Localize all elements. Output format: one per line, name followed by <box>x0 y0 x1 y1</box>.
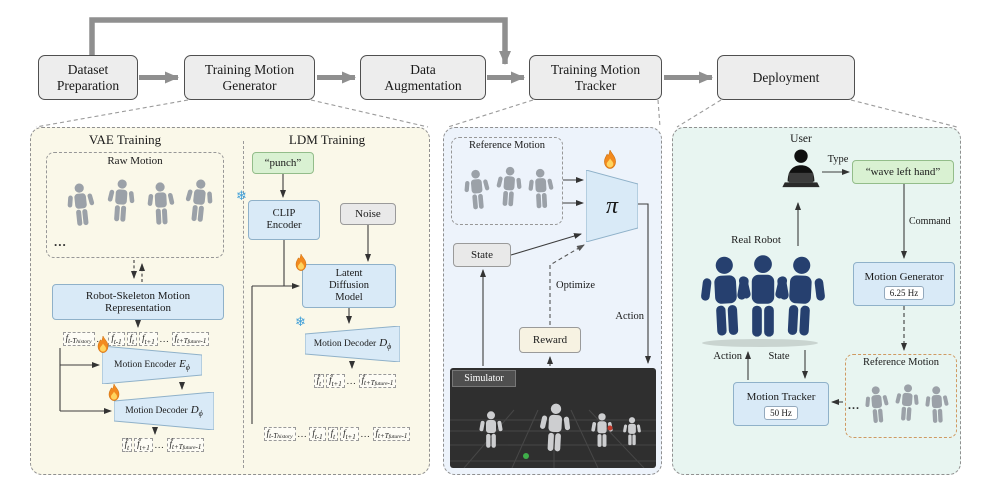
clip-encoder-box: CLIP Encoder <box>248 200 320 240</box>
motion-generator-box: Motion Generator 6.25 Hz <box>853 262 955 306</box>
state-box: State <box>453 243 511 267</box>
snowflake-icon: ❄ <box>236 189 247 204</box>
ellipsis: ... <box>297 429 308 439</box>
motion-decoder-label: Motion Decoder <box>125 406 188 416</box>
deploy-reference-figures <box>863 383 950 424</box>
policy-symbol: π <box>605 192 619 219</box>
user-label: User <box>790 133 812 145</box>
reference-motion-box <box>451 137 563 225</box>
panel-divider <box>243 141 244 468</box>
real-robot-figures <box>698 255 828 347</box>
fire-icon <box>294 254 308 272</box>
frame-token: f̂t+Tfuture-1 <box>358 373 397 389</box>
frame-token: ft+1 <box>139 331 158 347</box>
deploy-action-label: Action <box>713 351 742 362</box>
ldm-motion-decoder-label: Motion Decoder <box>313 339 377 349</box>
frame-token: ft <box>327 426 339 442</box>
ellipsis: ... <box>360 429 371 439</box>
pipeline-step-training-motion-generator: Training Motion Generator <box>184 55 315 100</box>
person-icon <box>782 149 820 188</box>
tracker-rate-badge: 50 Hz <box>764 405 798 420</box>
deploy-state-label: State <box>768 351 790 362</box>
reference-motion-label: Reference Motion <box>468 140 546 151</box>
motion-decoder: Motion Decoder Dϕ <box>114 392 214 430</box>
type-label: Type <box>827 154 849 165</box>
raw-motion-figures <box>65 178 215 227</box>
noise-box: Noise <box>340 203 396 225</box>
reference-motion-figures <box>462 166 555 211</box>
deploy-reference-motion-box <box>845 354 957 438</box>
latent-diffusion-model-box: Latent Diffusion Model <box>302 264 396 308</box>
encoder-symbol: Eϕ <box>179 357 190 373</box>
pipeline-step-dataset-preparation: Dataset Preparation <box>38 55 138 100</box>
frame-token: f̂t+Tfuture-1 <box>166 437 205 453</box>
ldm-decoder-symbol: Dϕ <box>379 336 392 352</box>
frame-token: ft+1 <box>340 426 359 442</box>
pipeline-step-data-augmentation: Data Augmentation <box>360 55 486 100</box>
frame-token: ft+Tfuture-1 <box>372 426 411 442</box>
decoder-symbol: Dϕ <box>190 403 203 419</box>
frame-token: ft+Tfuture-1 <box>171 331 210 347</box>
ldm-training-title: LDM Training <box>288 132 366 147</box>
frame-token: ft <box>126 331 138 347</box>
simulator-label: Simulator <box>452 370 516 387</box>
real-robot-label: Real Robot <box>731 234 781 246</box>
frame-token: ft-1 <box>309 426 326 442</box>
robot-skeleton-representation-box: Robot-Skeleton Motion Representation <box>52 284 224 320</box>
frame-token: ft-Thistory <box>62 331 95 347</box>
motion-encoder-label: Motion Encoder <box>114 360 177 370</box>
raw-motion-label: Raw Motion <box>107 155 163 167</box>
raw-motion-box <box>46 152 224 258</box>
policy-block: π <box>586 170 638 242</box>
command-label: Command <box>909 216 951 227</box>
generator-rate-badge: 6.25 Hz <box>883 285 925 300</box>
frame-token: f̂t <box>313 373 325 389</box>
motion-encoder: Motion Encoder Eϕ <box>102 346 202 384</box>
deploy-reference-ellipsis: ... <box>848 398 860 412</box>
optimize-label: Optimize <box>556 280 596 291</box>
punch-prompt-box: “punch” <box>252 152 314 174</box>
frame-token: ft-Thistory <box>263 426 296 442</box>
frame-token: f̂t+1 <box>134 437 153 453</box>
ldm-motion-decoder: Motion Decoder Dϕ <box>305 326 400 362</box>
motion-tracker-label: Motion Tracker <box>746 391 816 404</box>
raw-motion-ellipsis: ... <box>54 234 67 249</box>
ellipsis: ... <box>346 376 357 386</box>
ellipsis: ... <box>96 334 107 344</box>
pipeline-step-training-motion-tracker: Training Motion Tracker <box>529 55 662 100</box>
pipeline-step-deployment: Deployment <box>717 55 855 100</box>
action-label: Action <box>615 311 644 322</box>
frame-token: f̂t <box>121 437 133 453</box>
motion-tracker-box: Motion Tracker 50 Hz <box>733 382 829 426</box>
fire-icon <box>96 336 110 354</box>
panel-connector-lines <box>35 99 958 128</box>
frame-token: f̂t+1 <box>326 373 345 389</box>
vae-training-title: VAE Training <box>88 132 162 147</box>
frame-token: ft-1 <box>108 331 125 347</box>
text-command-box: “wave left hand” <box>852 160 954 184</box>
deploy-reference-motion-label: Reference Motion <box>862 357 940 368</box>
motion-generator-label: Motion Generator <box>864 271 944 284</box>
ellipsis: ... <box>159 334 170 344</box>
fire-icon <box>602 150 618 170</box>
snowflake-icon: ❄ <box>295 315 306 330</box>
reward-box: Reward <box>519 327 581 353</box>
fire-icon <box>107 384 121 402</box>
ellipsis: ... <box>154 440 165 450</box>
